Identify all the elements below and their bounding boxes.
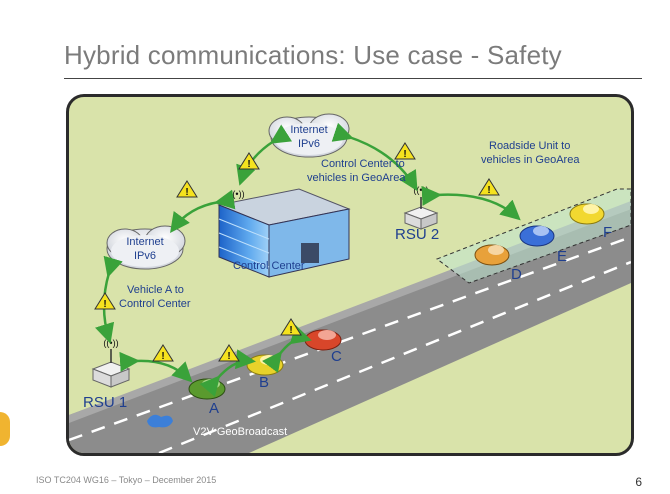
label-rsu-to-vehicles-1: Roadside Unit to (489, 140, 570, 152)
vehicle-b (246, 354, 284, 376)
vehicle-a (188, 378, 226, 400)
label-cc-to-vehicles-2: vehicles in GeoArea (307, 172, 406, 184)
cloud-top-line1: Internet (290, 124, 327, 136)
rsu2-antenna-icon: ((•)) (413, 185, 428, 195)
warning-icon: ! (238, 152, 260, 170)
label-rsu2: RSU 2 (395, 226, 439, 243)
vehicle-letter-a: A (209, 400, 219, 417)
cloud-left-line1: Internet (126, 236, 163, 248)
rsu-1-unit (91, 349, 131, 388)
vehicle-f (569, 203, 605, 225)
vehicle-c (304, 329, 342, 351)
rsu-2-unit (403, 197, 439, 230)
internet-cloud-left: Internet IPv6 (106, 225, 186, 270)
cloud-top-line2: IPv6 (298, 138, 320, 150)
vehicle-letter-e: E (557, 248, 567, 265)
label-vehicle-a-to-cc-2: Control Center (119, 298, 191, 310)
title-divider (64, 78, 642, 79)
svg-text:!: ! (185, 187, 188, 198)
label-v2v-geobroadcast: V2V GeoBroadcast (193, 426, 287, 438)
warning-icon: ! (176, 180, 198, 198)
cc-antenna-icon: ((•)) (229, 189, 244, 199)
svg-text:!: ! (161, 351, 164, 362)
vehicle-letter-d: D (511, 266, 522, 283)
svg-text:!: ! (487, 185, 490, 196)
vehicle-e (519, 225, 555, 247)
svg-text:!: ! (247, 159, 250, 170)
svg-text:!: ! (289, 325, 292, 336)
warning-icon: ! (280, 318, 302, 336)
v2v-signal-blob (147, 414, 173, 428)
svg-text:!: ! (227, 351, 230, 362)
warning-icon: ! (218, 344, 240, 362)
label-control-center: Control Center (233, 260, 305, 272)
vehicle-d (474, 244, 510, 266)
decorative-tab (0, 412, 10, 446)
warning-icon: ! (478, 178, 500, 196)
warning-icon: ! (152, 344, 174, 362)
slide-footer: ISO TC204 WG16 – Tokyo – December 2015 (36, 475, 217, 485)
warning-icon: ! (394, 142, 416, 160)
label-vehicle-a-to-cc-1: Vehicle A to (127, 284, 184, 296)
label-cc-to-vehicles-1: Control Center to (321, 158, 405, 170)
cloud-left-line2: IPv6 (134, 250, 156, 262)
warning-icon: ! (94, 292, 116, 310)
label-rsu1: RSU 1 (83, 394, 127, 411)
vehicle-letter-c: C (331, 348, 342, 365)
svg-text:!: ! (103, 299, 106, 310)
svg-text:!: ! (403, 149, 406, 160)
internet-cloud-top: Internet IPv6 (268, 113, 350, 158)
vehicle-letter-f: F (603, 224, 612, 241)
slide-title: Hybrid communications: Use case - Safety (64, 40, 562, 70)
page-number: 6 (635, 475, 642, 489)
label-rsu-to-vehicles-2: vehicles in GeoArea (481, 154, 580, 166)
diagram-canvas: Internet IPv6 Internet IPv6 ((•)) (69, 113, 631, 453)
use-case-diagram: Internet IPv6 Internet IPv6 ((•)) (66, 94, 634, 456)
vehicle-letter-b: B (259, 374, 269, 391)
rsu1-antenna-icon: ((•)) (103, 338, 118, 348)
